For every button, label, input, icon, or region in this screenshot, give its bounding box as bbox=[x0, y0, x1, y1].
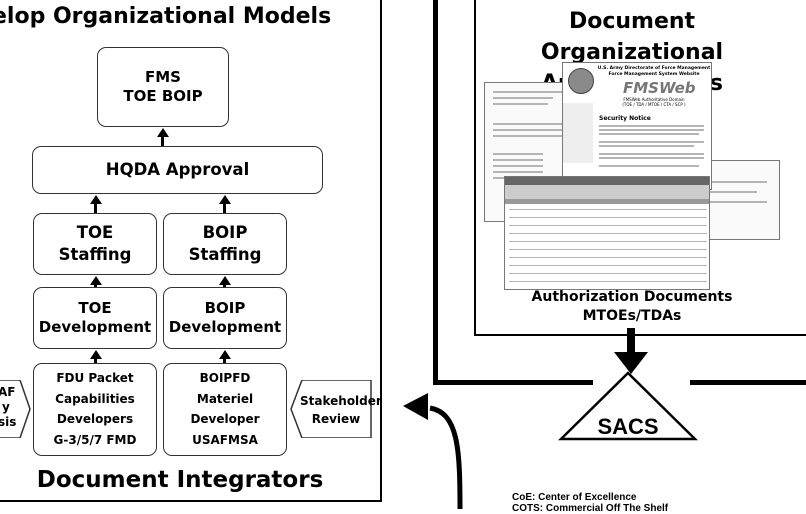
boip-staffing-box: BOIP Staffing bbox=[163, 213, 287, 275]
document-integrators-label: Document Integrators bbox=[36, 467, 324, 493]
arrow-hqda-to-fms bbox=[157, 128, 169, 137]
review-label: Review bbox=[311, 412, 361, 426]
partial-line2: y bbox=[2, 400, 10, 414]
fmsweb-security-notice: Security Notice bbox=[599, 115, 651, 122]
capabilities-label: Capabilities bbox=[55, 391, 135, 406]
return-arrow bbox=[403, 393, 463, 509]
hqda-approval-label: HQDA Approval bbox=[105, 160, 250, 179]
boip-staffing-line2: Staffing bbox=[188, 245, 262, 264]
fms-label: FMS bbox=[145, 68, 181, 86]
boipfd-box: BOIPFD Materiel Developer USAFMSA bbox=[163, 363, 287, 456]
fms-box: FMS TOE BOIP bbox=[97, 47, 229, 127]
boip-development-box: BOIP Development bbox=[163, 287, 287, 349]
side-document bbox=[700, 160, 780, 240]
boip-development-line2: Development bbox=[168, 318, 282, 336]
arrow-boipfd-up bbox=[219, 350, 231, 359]
toe-development-line1: TOE bbox=[78, 299, 112, 317]
left-panel-title: elop Organizational Models bbox=[0, 4, 332, 29]
auth-documents-line2: MTOEs/TDAs bbox=[582, 308, 682, 324]
fmsweb-logo: FMSWeb bbox=[623, 79, 696, 97]
partial-line3: sis bbox=[0, 415, 17, 429]
toe-staffing-box: TOE Staffing bbox=[33, 213, 157, 275]
fmsweb-header-2: Force Management System Website bbox=[608, 72, 700, 77]
fdu-packet-box: FDU Packet Capabilities Developers G-3/5… bbox=[33, 363, 157, 456]
arrow-boip-staffing-up bbox=[219, 195, 231, 204]
toe-boip-label: TOE BOIP bbox=[123, 87, 203, 105]
authorization-table-screenshot bbox=[504, 176, 710, 290]
acronym-legend: CoE: Center of Excellence COTS: Commerci… bbox=[512, 492, 792, 514]
partial-callout-text: AF y sis bbox=[0, 385, 28, 430]
hqda-approval-box: HQDA Approval bbox=[32, 146, 323, 194]
toe-development-line2: Development bbox=[38, 318, 152, 336]
sacs-label: SACS bbox=[597, 414, 659, 439]
boipfd-label: BOIPFD bbox=[199, 370, 251, 385]
doc-to-sacs-arrow bbox=[614, 328, 648, 374]
toe-staffing-line1: TOE bbox=[76, 223, 114, 242]
developers-label: Developers bbox=[56, 412, 134, 427]
materiel-label: Materiel bbox=[196, 391, 254, 406]
connector-left-vertical bbox=[433, 0, 438, 385]
fdu-packet-label: FDU Packet bbox=[56, 370, 134, 385]
arrow-fdu-up bbox=[90, 350, 102, 359]
army-seal-icon bbox=[568, 68, 594, 94]
developer-label: Developer bbox=[190, 412, 260, 427]
arrow-boip-dev-up bbox=[219, 276, 231, 285]
arrow-toe-dev-up bbox=[90, 276, 102, 285]
stakeholder-review-shape bbox=[290, 380, 372, 438]
connector-left-horizontal bbox=[433, 380, 593, 385]
g357-fmd-label: G-3/5/7 FMD bbox=[53, 433, 137, 448]
usafmsa-label: USAFMSA bbox=[192, 433, 258, 448]
partial-line1: AF bbox=[0, 385, 16, 399]
fmsweb-sub1: FMSWeb Authoritative Domain bbox=[623, 97, 685, 102]
stakeholder-label: Stakeholder bbox=[300, 394, 382, 408]
fmsweb-screenshot: U.S. Army Directorate of Force Managemen… bbox=[562, 62, 712, 190]
connector-right-horizontal bbox=[690, 380, 806, 385]
boip-staffing-line1: BOIP bbox=[202, 223, 248, 242]
legend-coe: CoE: Center of Excellence bbox=[512, 492, 637, 503]
arrow-toe-staffing-up bbox=[90, 195, 102, 204]
auth-documents-caption: Authorization Documents MTOEs/TDAs bbox=[476, 288, 788, 326]
right-title-line1: Document Organizational bbox=[540, 9, 724, 65]
fmsweb-sub2: (TOE / TDA / MTOE / CTA / SCP ) bbox=[622, 102, 686, 107]
fmsweb-header-1: U.S. Army Directorate of Force Managemen… bbox=[597, 66, 711, 71]
stakeholder-review-text: Stakeholder Review bbox=[300, 392, 382, 428]
toe-staffing-line2: Staffing bbox=[58, 245, 132, 264]
partial-callout-shape bbox=[0, 380, 31, 438]
boip-development-line1: BOIP bbox=[204, 299, 246, 317]
sacs-triangle bbox=[558, 371, 698, 441]
toe-development-box: TOE Development bbox=[33, 287, 157, 349]
auth-documents-line1: Authorization Documents bbox=[531, 289, 733, 305]
